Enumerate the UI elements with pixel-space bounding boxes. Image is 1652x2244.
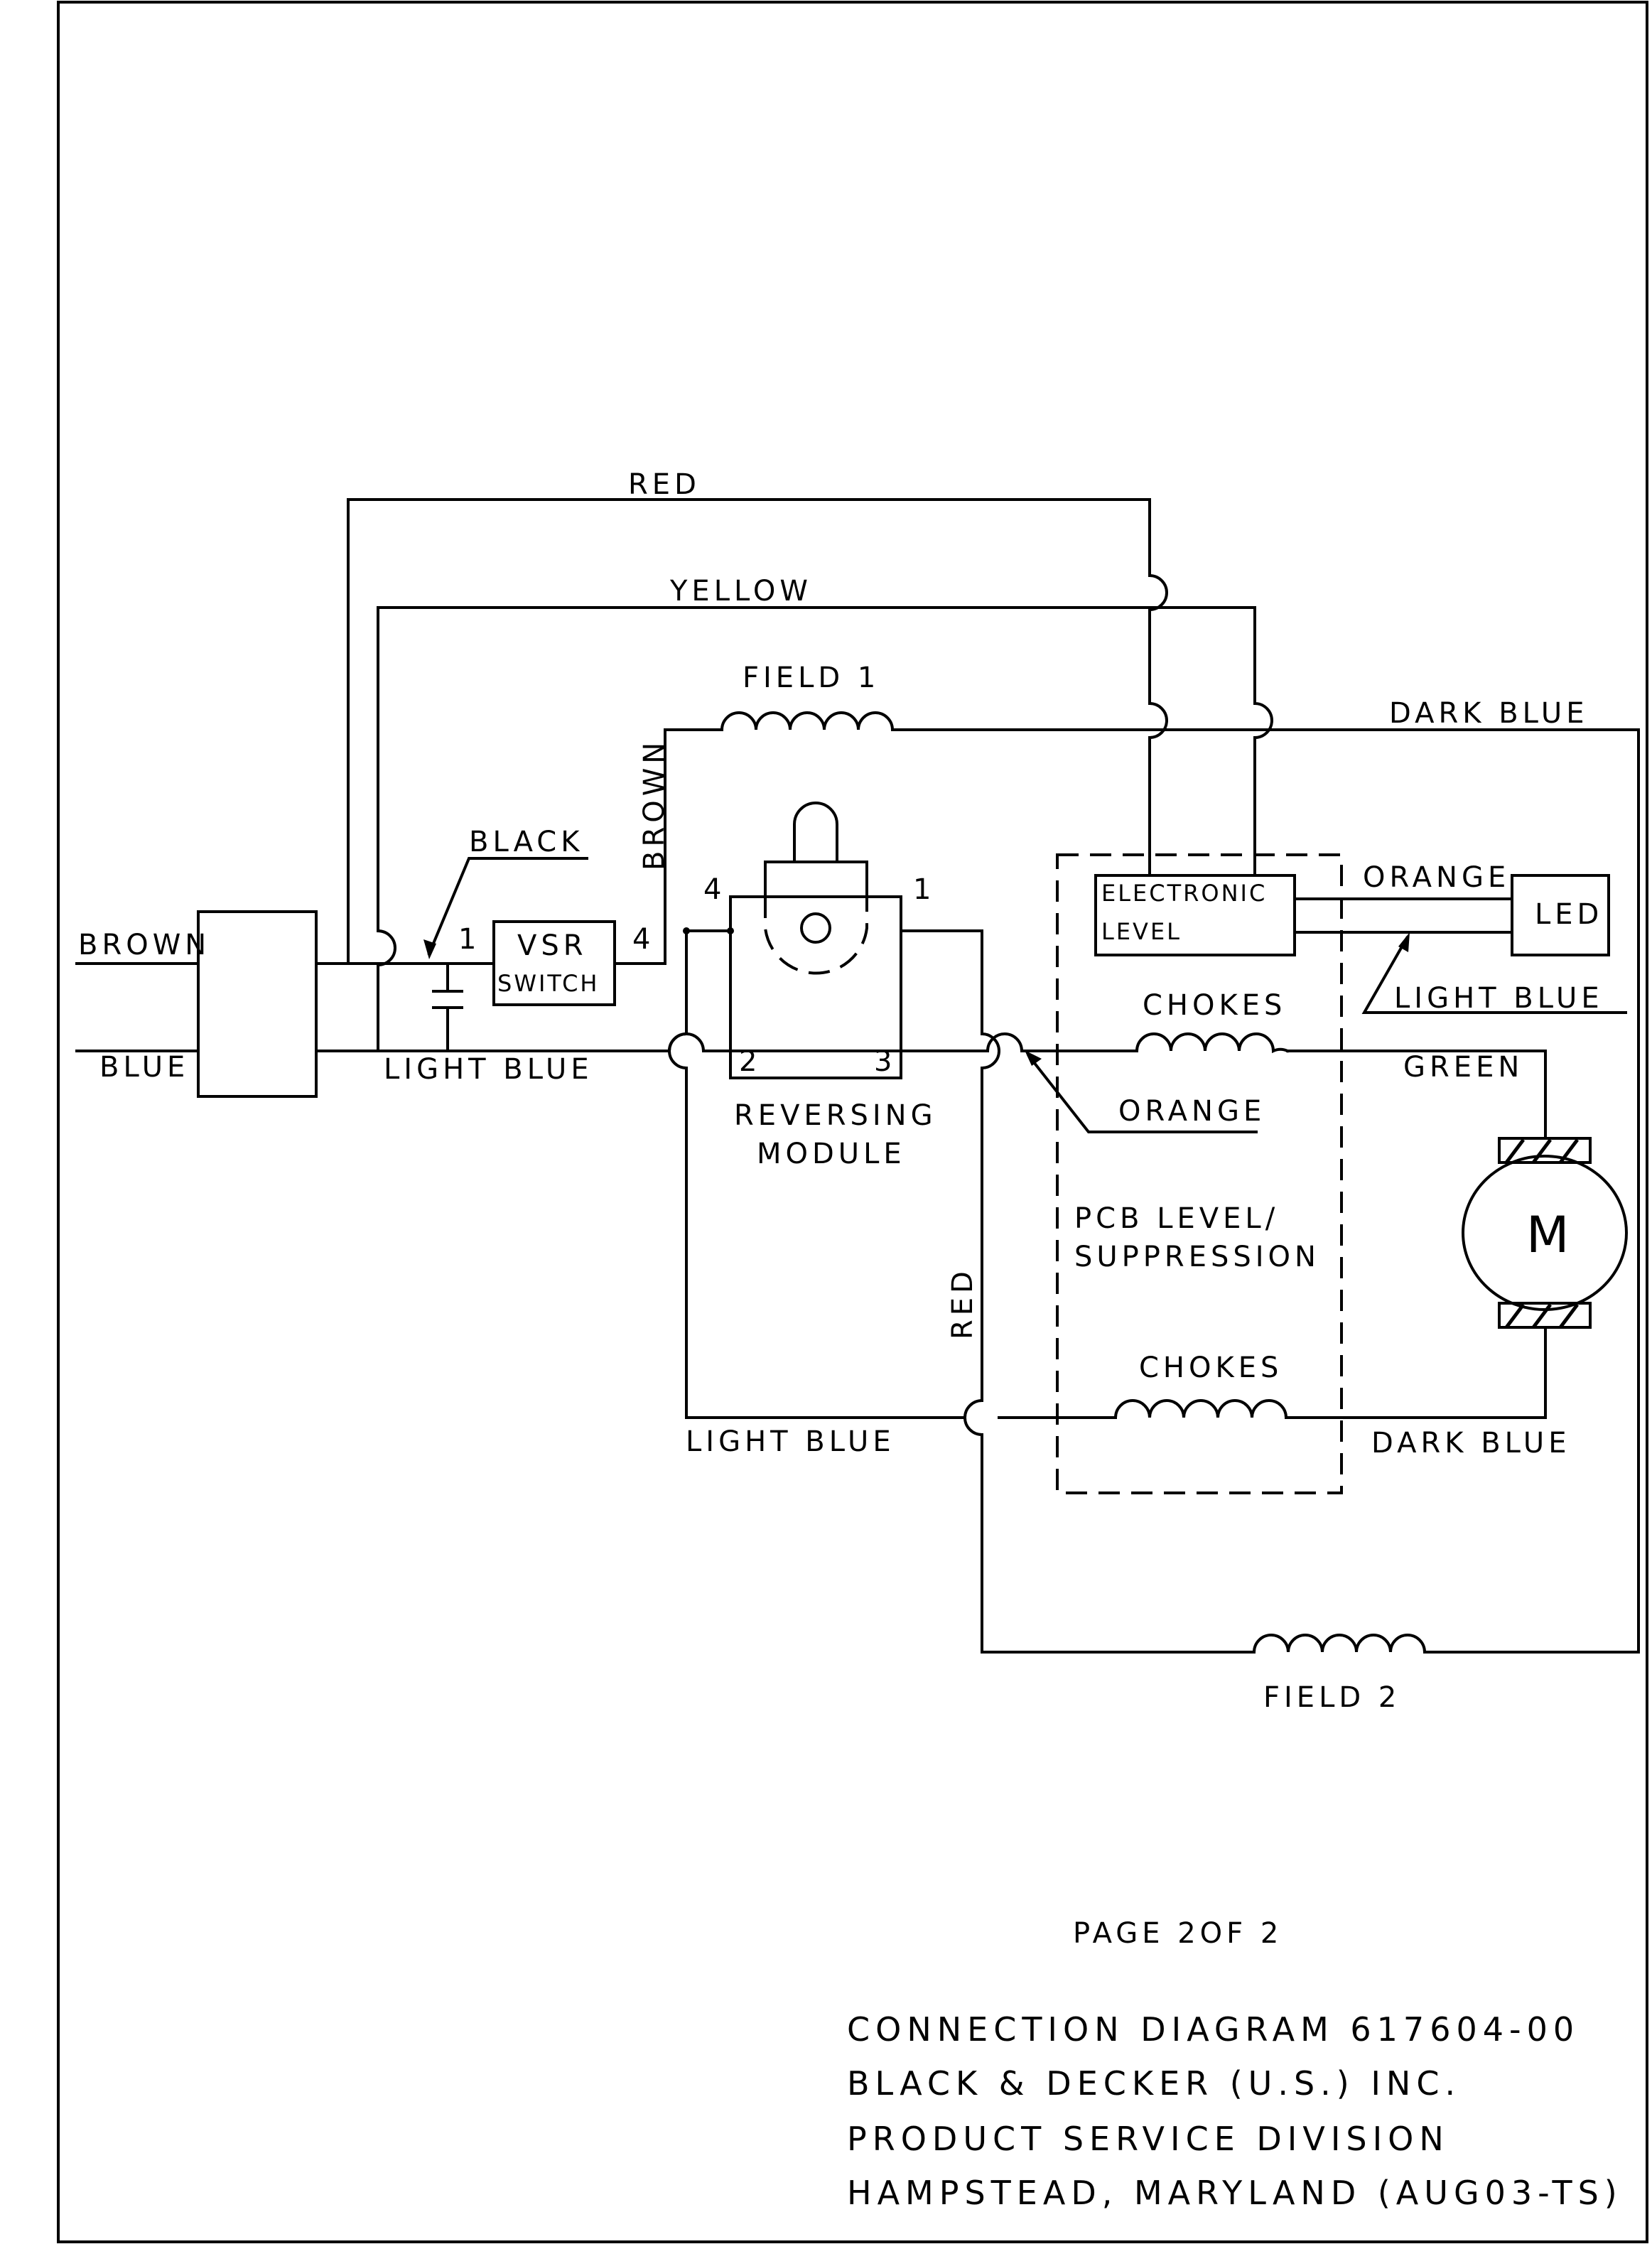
label-orange-choke: ORANGE <box>1118 1095 1265 1128</box>
label-brown-vertical: BROWN <box>638 738 671 870</box>
label-black: BLACK <box>469 826 583 858</box>
wire-dark-blue-top <box>891 728 1640 1654</box>
arrowhead-black <box>423 939 436 959</box>
label-chokes-top: CHOKES <box>1143 989 1286 1022</box>
label-yellow: YELLOW <box>669 575 812 608</box>
rev-pin-3: 3 <box>874 1045 896 1078</box>
label-field2: FIELD 2 <box>1263 1681 1400 1714</box>
label-light-blue-led: LIGHT BLUE <box>1394 982 1604 1015</box>
coil-chokes-top <box>1135 1032 1290 1054</box>
footer-title: CONNECTION DIAGRAM 617604-00 <box>847 2010 1580 2049</box>
hatch-5 <box>1532 1303 1552 1329</box>
hatch-4 <box>1505 1303 1525 1329</box>
elec-label-2: LEVEL <box>1101 918 1182 945</box>
wire-yellow <box>377 606 1273 932</box>
vsr-pin-4: 4 <box>632 923 654 956</box>
wire-red-top <box>347 498 1168 965</box>
reversing-module <box>729 895 902 1079</box>
footer-division: PRODUCT SERVICE DIVISION <box>847 2120 1449 2158</box>
page-border <box>57 1 1648 2243</box>
wire-light-blue-bottom-left <box>668 929 965 1419</box>
footer-company: BLACK & DECKER (U.S.) INC. <box>847 2064 1461 2103</box>
label-field1: FIELD 1 <box>743 662 880 694</box>
hatch-1 <box>1505 1138 1525 1164</box>
hatch-2 <box>1532 1138 1552 1164</box>
reversing-dial <box>800 912 831 944</box>
reversing-dial-arc <box>764 897 868 975</box>
elec-label-1: ELECTRONIC <box>1101 880 1267 907</box>
wire-red-vertical <box>900 929 1256 1654</box>
terminal-block <box>197 910 318 1098</box>
arrowhead-orange <box>1025 1050 1042 1066</box>
coil-field1 <box>720 711 895 732</box>
coil-field2 <box>1252 1634 1427 1654</box>
label-orange-led: ORANGE <box>1363 861 1510 894</box>
label-green: GREEN <box>1403 1051 1523 1084</box>
vsr-label-1: VSR <box>517 929 588 962</box>
wire-green <box>1286 1050 1547 1140</box>
rev-pin-2: 2 <box>739 1045 761 1078</box>
pcb-label-1: PCB LEVEL/ <box>1074 1202 1279 1235</box>
rev-pin-4: 4 <box>703 873 725 906</box>
coil-chokes-bottom <box>1113 1399 1288 1420</box>
pointer-black <box>427 857 588 956</box>
motor-brush-top <box>1498 1137 1592 1164</box>
label-blue-in: BLUE <box>99 1051 189 1084</box>
label-brown-in: BROWN <box>78 929 210 961</box>
pcb-label-2: SUPPRESSION <box>1074 1241 1320 1273</box>
pointer-orange <box>1027 1054 1258 1133</box>
arrowhead-light-blue-led <box>1398 932 1410 952</box>
electronic-level <box>1094 874 1296 956</box>
label-red-vertical: RED <box>946 1267 979 1339</box>
rev-pin-1: 1 <box>913 873 935 906</box>
vsr-label-2: SWITCH <box>497 970 599 997</box>
label-light-blue-mid: LIGHT BLUE <box>384 1053 593 1086</box>
led <box>1511 874 1610 956</box>
led-label: LED <box>1535 898 1603 931</box>
wire-brown-to-field1 <box>664 728 723 965</box>
wire-dark-blue-bottom <box>1285 1326 1547 1419</box>
reversing-knob <box>764 861 868 898</box>
label-dark-blue-top: DARK BLUE <box>1389 697 1588 730</box>
motor-label: M <box>1526 1206 1569 1264</box>
rev-label-2: MODULE <box>757 1138 906 1170</box>
pcb-level-suppression <box>1056 853 1343 1494</box>
label-red-top: RED <box>628 468 701 501</box>
reversing-knob-top <box>793 802 838 863</box>
label-chokes-bottom: CHOKES <box>1139 1352 1283 1384</box>
rev-label-1: REVERSING <box>734 1099 937 1132</box>
footer-page: PAGE 2OF 2 <box>1073 1917 1283 1950</box>
wire-yellow-crossover <box>376 929 396 1052</box>
label-light-blue-bottom: LIGHT BLUE <box>686 1425 895 1458</box>
label-dark-blue-bottom: DARK BLUE <box>1371 1427 1570 1460</box>
footer-location: HAMPSTEAD, MARYLAND (AUG03-TS) <box>847 2174 1623 2212</box>
hatch-6 <box>1559 1303 1579 1329</box>
vsr-pin-1: 1 <box>458 923 480 956</box>
pointer-light-blue-led <box>1361 936 1627 1014</box>
